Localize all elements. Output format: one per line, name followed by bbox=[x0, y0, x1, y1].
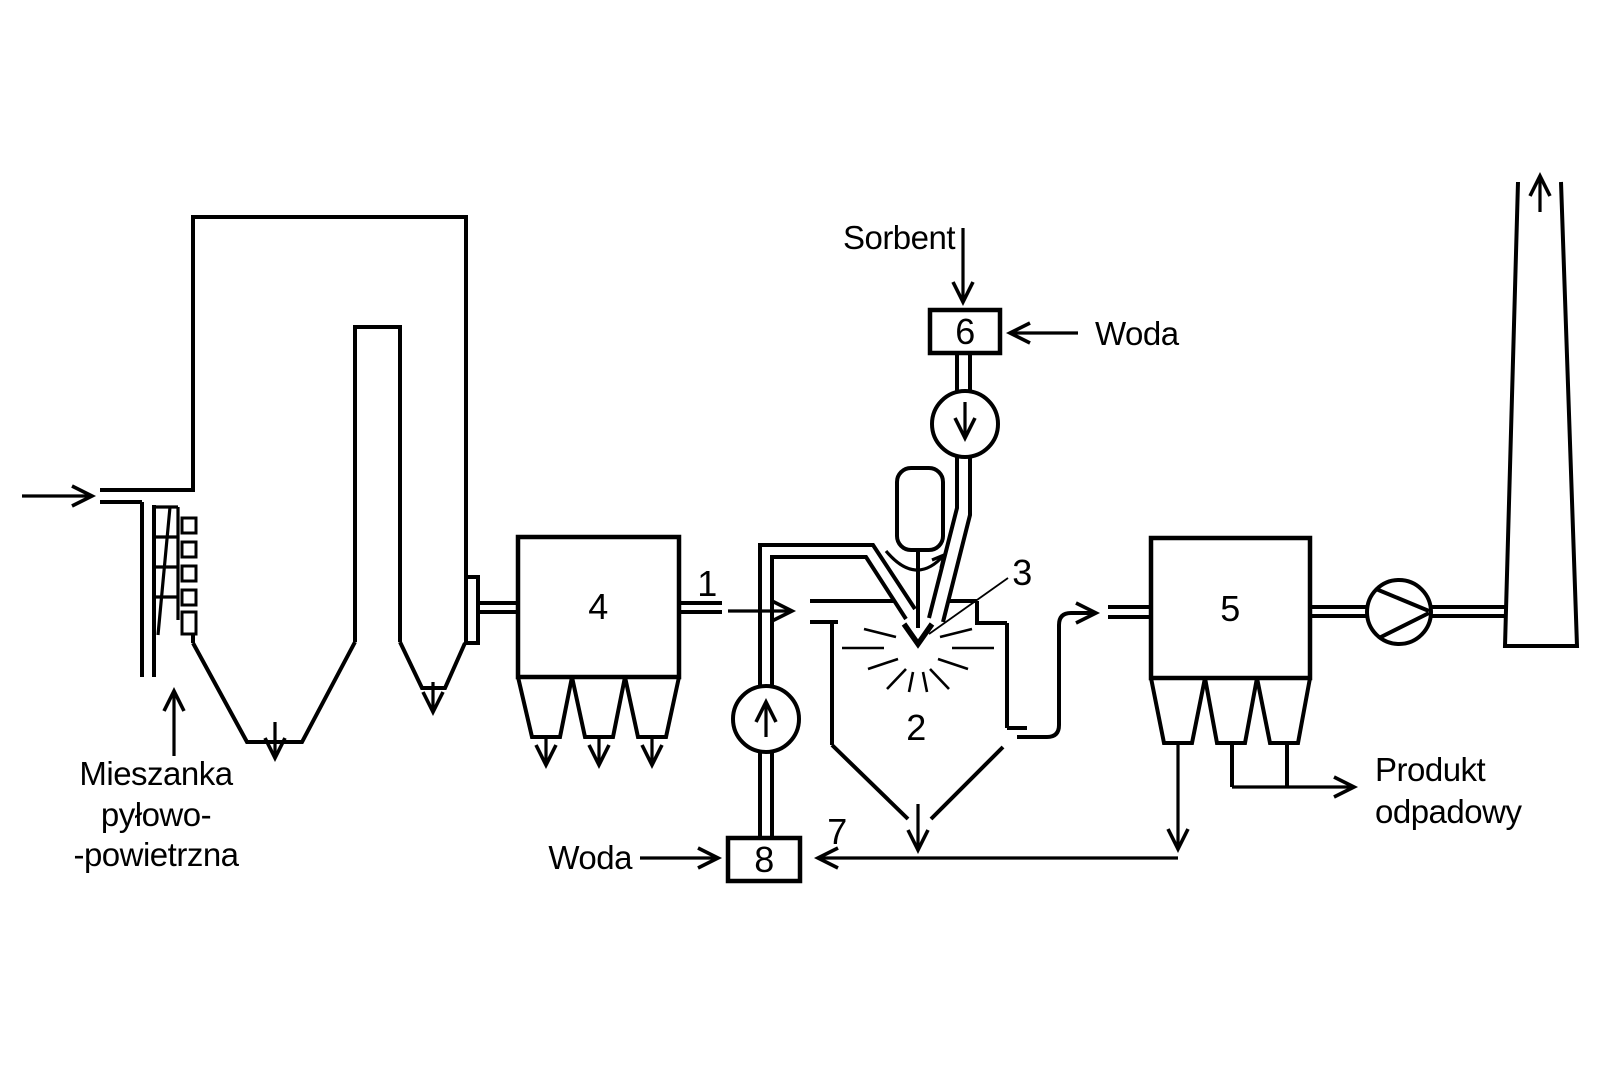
boiler-second-pass bbox=[353, 325, 402, 642]
nozzle-port bbox=[180, 516, 198, 535]
tag-8: 8 bbox=[754, 839, 774, 880]
dryer-cone-right bbox=[929, 745, 1005, 821]
tag-6: 6 bbox=[955, 311, 975, 352]
nozzle-port bbox=[180, 588, 198, 607]
fan-and-stack bbox=[1310, 171, 1580, 648]
tag-3: 3 bbox=[1012, 552, 1032, 593]
filter-5-body bbox=[1148, 535, 1313, 681]
tag-4: 4 bbox=[588, 586, 608, 627]
spray-dash bbox=[867, 657, 899, 671]
tag-1: 1 bbox=[697, 563, 717, 604]
spray-dryer: 2 3 bbox=[810, 466, 1101, 855]
dryer-cone-left bbox=[830, 743, 910, 821]
spray-dash bbox=[907, 671, 915, 693]
waste-label-2: odpadowy bbox=[1375, 793, 1522, 830]
tag-7: 7 bbox=[827, 811, 847, 852]
spray-dash bbox=[937, 657, 969, 671]
dryer-outlet-duct bbox=[1017, 601, 1101, 739]
collector-4-body bbox=[515, 534, 682, 680]
mixer-8: 7 8 Woda bbox=[548, 811, 1178, 884]
boiler-shell bbox=[191, 215, 468, 642]
collector-4-hopper bbox=[516, 676, 574, 739]
atomizer-nozzle-icon bbox=[901, 622, 935, 649]
sorbent-feed: Sorbent 6 Woda bbox=[843, 219, 1180, 623]
burner-nozzle-ports bbox=[180, 516, 198, 636]
mixture-label-3: -powietrzna bbox=[73, 836, 239, 873]
water-top-label: Woda bbox=[1095, 315, 1180, 352]
tag-2: 2 bbox=[906, 707, 926, 748]
spray-dash bbox=[929, 668, 950, 690]
tag-5: 5 bbox=[1220, 588, 1240, 629]
mixer-8-body bbox=[725, 835, 803, 884]
burner-windbox bbox=[154, 505, 180, 636]
mixture-label-1: Mieszanka bbox=[79, 755, 233, 792]
waste-label-1: Produkt bbox=[1375, 751, 1486, 788]
collector-4-hopper bbox=[570, 676, 627, 739]
tag-3-leader bbox=[928, 577, 1009, 635]
sorbent-label: Sorbent bbox=[843, 219, 955, 256]
stack bbox=[1502, 181, 1580, 648]
filter-5-hopper bbox=[1203, 677, 1259, 745]
filter-5-hopper bbox=[1149, 677, 1207, 745]
spray-dash bbox=[921, 671, 929, 693]
spray-dash bbox=[886, 668, 907, 690]
fan-blade-bottom bbox=[1378, 611, 1430, 640]
filter-5: 5 Produkt odpadowy bbox=[1108, 535, 1523, 854]
spray-dash bbox=[863, 627, 897, 639]
rotation-arc bbox=[884, 549, 946, 572]
atomizer-motor bbox=[895, 466, 945, 552]
fan-blade-top bbox=[1375, 587, 1430, 613]
collector-4: 4 1 bbox=[478, 534, 797, 770]
water-bottom-label: Woda bbox=[548, 839, 633, 876]
nozzle-port bbox=[180, 610, 198, 636]
boiler-outlet-flange bbox=[464, 575, 480, 645]
burner-tilt-line bbox=[156, 506, 172, 636]
recirculation-line bbox=[731, 543, 917, 838]
boiler: Mieszanka pyłowo- -powietrzna bbox=[22, 215, 480, 873]
rotation-arrowhead bbox=[931, 552, 947, 569]
nozzle-port bbox=[180, 564, 198, 583]
spray-dash bbox=[939, 627, 973, 639]
id-fan bbox=[1365, 578, 1433, 646]
filter-5-hopper bbox=[1255, 677, 1312, 745]
backpass-hopper bbox=[398, 641, 467, 690]
dryer-roof-step bbox=[975, 601, 1007, 625]
collector-4-hopper bbox=[623, 676, 681, 739]
mixer-6-body bbox=[927, 307, 1003, 356]
spray-dashes bbox=[842, 627, 994, 693]
nozzle-port bbox=[180, 540, 198, 559]
mixture-label-2: pyłowo- bbox=[101, 796, 211, 833]
